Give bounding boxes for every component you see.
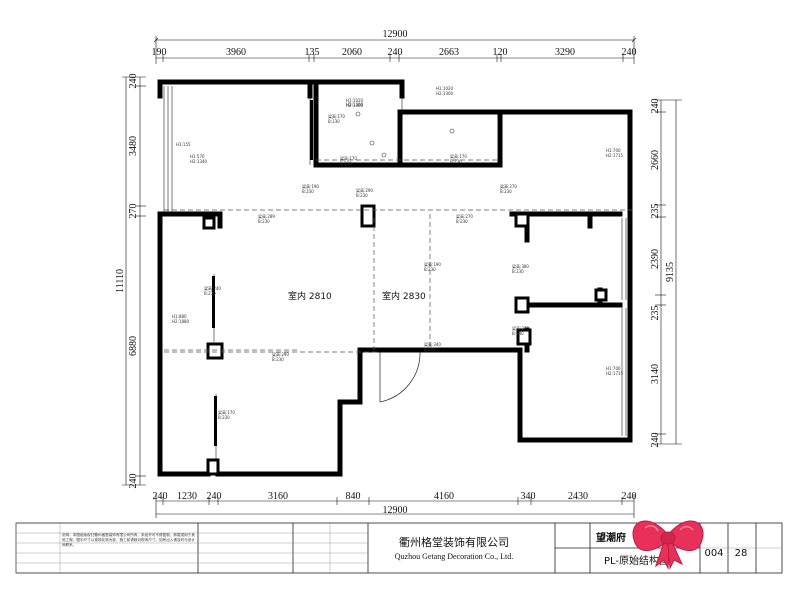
dim-label: 235 <box>650 204 661 219</box>
right-total-dimension: 9135 <box>665 262 676 282</box>
left-total-dimension: 11110 <box>115 269 126 293</box>
dim-label: 240 <box>388 47 403 58</box>
dim-label: 2390 <box>650 249 661 269</box>
dim-label: 3140 <box>650 364 661 384</box>
dim-label: 235 <box>650 306 661 321</box>
bottom-dimension-labels: 240 1230 240 3160 840 4160 340 2430 240 <box>153 491 637 502</box>
company-name-en: Quzhou Getang Decoration Co., Ltd. <box>395 552 513 561</box>
drawing-number: 004 <box>704 548 723 559</box>
annotation: H1:155 <box>176 142 191 147</box>
top-dimension-chain <box>153 36 637 64</box>
dim-label: 240 <box>622 491 637 502</box>
title-block-grid <box>15 523 782 573</box>
dim-label: 190 <box>152 47 167 58</box>
dim-label: 2060 <box>342 47 362 58</box>
bow-decoration <box>632 520 704 570</box>
columns <box>202 204 608 476</box>
dim-label: 240 <box>128 474 139 489</box>
room-label-indoor-left: 室内 2810 <box>288 290 332 302</box>
dim-label: 1230 <box>177 491 197 502</box>
dim-label: 3480 <box>128 136 139 156</box>
dim-label: 3290 <box>555 47 575 58</box>
project-name: 望潮府 <box>596 531 626 544</box>
bottom-dimension-chain <box>155 494 635 518</box>
beam-lines <box>164 159 632 353</box>
dim-label: 240 <box>650 433 661 448</box>
window-marks <box>212 100 313 446</box>
page-number: 28 <box>735 548 748 559</box>
top-dimension-labels: 190 3960 135 2060 240 2663 120 3290 240 <box>152 47 637 58</box>
annotation: H2:1300 <box>346 102 364 107</box>
dim-label: 135 <box>305 47 320 58</box>
dim-label: 3960 <box>226 47 246 58</box>
bottom-total-dimension: 12900 <box>383 505 408 516</box>
company-name-cn: 衢州格堂装饰有限公司 <box>399 535 509 549</box>
drawing-title: PL-原始结构图 <box>604 554 669 567</box>
left-dimension-chain <box>122 76 146 486</box>
dim-label: 240 <box>128 74 139 89</box>
dim-label: 240 <box>650 99 661 114</box>
dim-label: 4160 <box>434 491 454 502</box>
fixtures <box>355 111 455 158</box>
walls <box>157 79 633 477</box>
dim-label: 2663 <box>439 47 459 58</box>
dim-label: 240 <box>622 47 637 58</box>
dim-label: 3160 <box>268 491 288 502</box>
left-dimension-labels: 240 3480 270 6880 240 <box>128 74 139 489</box>
door-swing <box>379 351 421 403</box>
dim-label: 6880 <box>128 336 139 356</box>
dim-label: 270 <box>128 204 139 219</box>
top-total-dimension: 12900 <box>383 29 408 40</box>
right-dimension-labels: 240 2660 235 2390 235 3140 240 <box>650 99 661 448</box>
right-dimension-chain <box>655 99 682 445</box>
dim-label: 840 <box>346 491 361 502</box>
dim-label: 2430 <box>568 491 588 502</box>
dim-label: 240 <box>207 491 222 502</box>
room-label-indoor-right: 室内 2830 <box>382 290 426 302</box>
title-block-notes: 说明：本图纸版权归衢州格堂装饰有限公司所有，未经许可不得复制、转载或用于其他工程… <box>62 533 195 547</box>
dim-label: 340 <box>521 491 536 502</box>
dim-label: 240 <box>153 491 168 502</box>
dim-label: 2660 <box>650 150 661 170</box>
notes-frame: 说明：本图纸版权归衢州格堂装饰有限公司所有，未经许可不得复制、转载或用于其他工程… <box>62 533 195 547</box>
dim-label: 120 <box>493 47 508 58</box>
